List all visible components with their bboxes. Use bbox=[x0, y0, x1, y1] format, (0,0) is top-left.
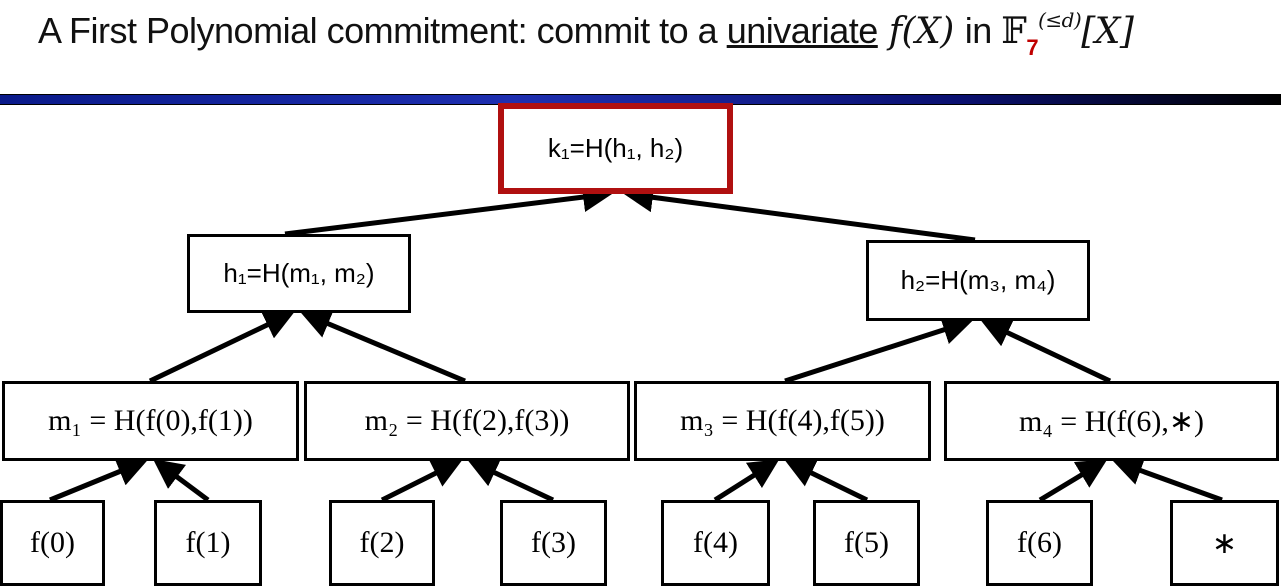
arrow bbox=[152, 459, 210, 503]
arrow bbox=[980, 319, 1112, 384]
leaf-node: f(6) bbox=[986, 500, 1093, 586]
field-subscript: 7 bbox=[1026, 35, 1039, 60]
node-label: m₁ = H(f(0),f(1)) bbox=[48, 404, 253, 437]
leaf-node: f(2) bbox=[329, 500, 435, 586]
leaf-node: ∗ bbox=[1170, 500, 1279, 586]
leaf-node: f(1) bbox=[154, 500, 262, 586]
arrow bbox=[148, 311, 295, 384]
arrow bbox=[49, 457, 148, 503]
level2-node: h₂=H(m₃, m₄) bbox=[866, 240, 1090, 321]
node-label: m₃ = H(f(4),f(5)) bbox=[680, 404, 885, 437]
level1-node: m₃ = H(f(4),f(5)) bbox=[634, 381, 931, 461]
slide-title: A First Polynomial commitment: commit to… bbox=[38, 8, 1134, 60]
level1-node: m₁ = H(f(0),f(1)) bbox=[2, 381, 299, 461]
leaf-node: f(3) bbox=[500, 500, 607, 586]
arrow bbox=[713, 459, 780, 503]
leaf-label: f(0) bbox=[30, 526, 75, 559]
leaf-node: f(0) bbox=[0, 500, 105, 586]
arrow bbox=[380, 459, 463, 503]
title-underlined: univariate bbox=[726, 10, 879, 51]
leaf-label: f(4) bbox=[693, 526, 738, 559]
arrow bbox=[284, 182, 613, 237]
arrow bbox=[623, 182, 976, 243]
field-symbol: 𝔽 bbox=[1001, 11, 1027, 52]
title-text: A First Polynomial commitment: commit to… bbox=[38, 10, 727, 51]
arrow bbox=[467, 459, 555, 503]
node-label: h₂=H(m₃, m₄) bbox=[900, 265, 1056, 295]
level2-node: h₁=H(m₁, m₂) bbox=[187, 234, 411, 313]
arrow bbox=[1112, 456, 1223, 503]
level1-node: m₂ = H(f(2),f(3)) bbox=[304, 381, 630, 461]
arrow bbox=[784, 315, 973, 384]
arrow bbox=[784, 459, 869, 503]
leaf-label: f(3) bbox=[531, 526, 576, 559]
node-label: m₂ = H(f(2),f(3)) bbox=[364, 404, 570, 437]
field-superscript: (≤d) bbox=[1038, 8, 1082, 32]
leaf-label: f(5) bbox=[844, 526, 889, 559]
arrow bbox=[300, 309, 466, 384]
node-label: h₁=H(m₁, m₂) bbox=[223, 258, 375, 288]
title-suffix: [X] bbox=[1081, 11, 1134, 52]
title-function: f(X) bbox=[877, 11, 965, 52]
level1-node: m₄ = H(f(6),∗) bbox=[944, 381, 1279, 461]
arrow bbox=[1038, 459, 1108, 503]
leaf-label: f(2) bbox=[359, 526, 405, 559]
leaf-label: ∗ bbox=[1211, 526, 1238, 560]
leaf-label: f(1) bbox=[185, 526, 231, 559]
root-node: k₁=H(h₁, h₂) bbox=[498, 103, 733, 194]
leaf-node: f(4) bbox=[661, 500, 770, 586]
leaf-node: f(5) bbox=[813, 500, 920, 586]
title-in: in bbox=[964, 10, 1002, 51]
leaf-label: f(6) bbox=[1017, 526, 1062, 559]
node-label: m₄ = H(f(6),∗) bbox=[1019, 404, 1204, 438]
root-label: k₁=H(h₁, h₂) bbox=[547, 133, 684, 163]
